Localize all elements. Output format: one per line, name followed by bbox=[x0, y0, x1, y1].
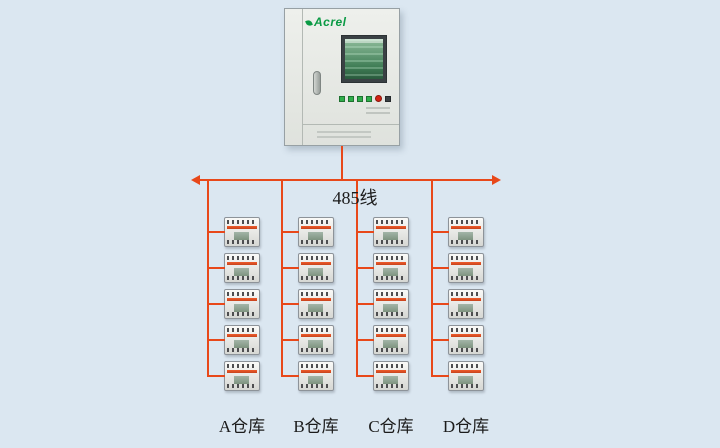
device-column-c bbox=[356, 217, 409, 391]
acrel-logo: Acrel bbox=[306, 15, 347, 29]
meter-device bbox=[356, 325, 409, 355]
meter-device bbox=[431, 325, 484, 355]
cabinet-door-seam bbox=[302, 9, 303, 145]
warehouse-label-c: C仓库 bbox=[368, 417, 414, 436]
bus-label: 485线 bbox=[332, 188, 378, 208]
meter-device bbox=[207, 325, 260, 355]
warehouse-label-a: A仓库 bbox=[218, 417, 266, 436]
cabinet-door-seam-bottom bbox=[302, 124, 399, 125]
green-button bbox=[339, 95, 345, 102]
cabinet-buttons bbox=[339, 95, 391, 102]
device-column-d bbox=[431, 217, 484, 391]
dark-button bbox=[385, 95, 391, 102]
device-column-b bbox=[281, 217, 334, 391]
meter-device bbox=[356, 289, 409, 319]
meter-device bbox=[281, 361, 334, 391]
bus-arrowhead-right bbox=[492, 175, 501, 185]
meter-device bbox=[356, 217, 409, 247]
meter-device bbox=[431, 217, 484, 247]
bus-drop-line-a bbox=[207, 179, 209, 376]
green-button bbox=[366, 95, 372, 102]
meter-device bbox=[431, 289, 484, 319]
meter-device bbox=[207, 361, 260, 391]
meter-device bbox=[356, 361, 409, 391]
green-button bbox=[348, 95, 354, 102]
warehouse-label-b: B仓库 bbox=[293, 417, 339, 436]
meter-device bbox=[431, 253, 484, 283]
meter-device bbox=[356, 253, 409, 283]
meter-device bbox=[207, 217, 260, 247]
control-cabinet: Acrel bbox=[284, 8, 400, 146]
green-button bbox=[357, 95, 363, 102]
warehouse-label-d: D仓库 bbox=[442, 417, 490, 436]
meter-device bbox=[281, 217, 334, 247]
meter-device bbox=[207, 289, 260, 319]
meter-device bbox=[431, 361, 484, 391]
meter-device bbox=[281, 253, 334, 283]
cabinet-vents bbox=[366, 107, 390, 117]
cabinet-feed-line bbox=[341, 146, 343, 180]
device-column-a bbox=[207, 217, 260, 391]
bus-drop-line-d bbox=[431, 179, 433, 376]
red-button bbox=[375, 95, 382, 102]
cabinet-screen bbox=[341, 35, 387, 83]
cabinet-nameplate bbox=[317, 131, 371, 138]
cabinet-handle bbox=[313, 71, 321, 95]
meter-device bbox=[281, 289, 334, 319]
bus-line-horizontal bbox=[200, 179, 492, 181]
bus-drop-line-b bbox=[281, 179, 283, 376]
bus-arrowhead-left bbox=[191, 175, 200, 185]
meter-device bbox=[281, 325, 334, 355]
cabinet-screen-display bbox=[345, 39, 383, 79]
bus-drop-line-c bbox=[356, 179, 358, 376]
meter-device bbox=[207, 253, 260, 283]
